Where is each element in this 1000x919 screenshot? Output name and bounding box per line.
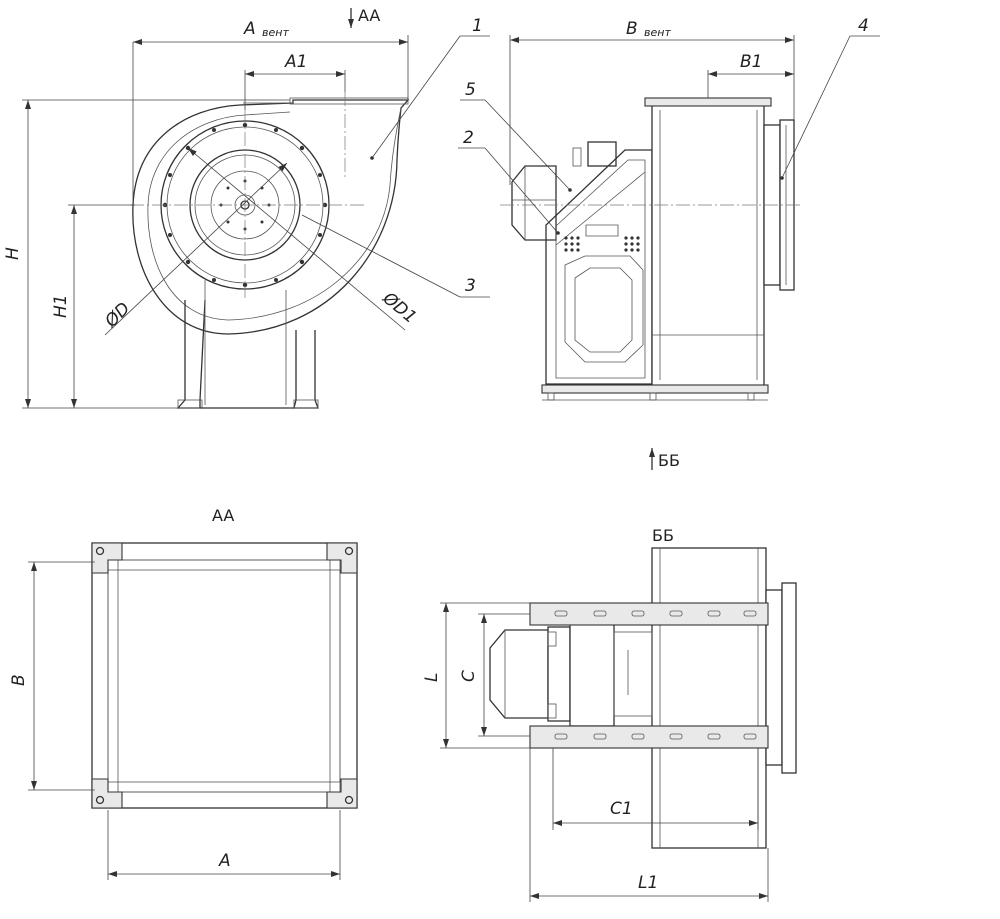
dim-label-b1: B1 [740, 52, 762, 72]
dim-label-l1: L1 [638, 873, 658, 893]
dim-label-h: H [3, 247, 23, 260]
side-view: B вент B1 4 5 2 ББ [458, 16, 880, 470]
dim-label-d1: ØD1 [378, 288, 420, 328]
dim-label-a-vent-sub: вент [262, 26, 289, 39]
motor-section [489, 629, 549, 719]
callout-4: 4 [858, 16, 869, 36]
dim-label-c: C [459, 670, 479, 682]
callout-2: 2 [463, 128, 474, 148]
section-aa-title: AA [212, 506, 234, 525]
callout-3: 3 [465, 276, 476, 296]
rail-top [529, 602, 769, 626]
dim-label-b-vent: B [626, 19, 638, 39]
section-marker-bb: ББ [658, 451, 680, 470]
dim-label-b-vent-sub: вент [644, 26, 671, 39]
frame [545, 149, 653, 385]
outlet-flange [91, 542, 358, 809]
dim-label-d: ØD [101, 299, 135, 333]
section-aa-view: AA B A [9, 506, 358, 880]
callout-5: 5 [465, 80, 476, 100]
volute-housing [132, 99, 410, 335]
rail-bottom [529, 725, 769, 749]
dim-label-h1: H1 [51, 294, 71, 318]
callout-1: 1 [472, 16, 483, 36]
dim-label-a: A [218, 851, 231, 871]
dim-label-a1: A1 [284, 52, 307, 72]
fan-housing [651, 101, 765, 387]
front-view: A вент A1 H H1 ØD ØD1 AA 1 3 [3, 6, 490, 409]
dim-label-a-vent: A [243, 19, 256, 39]
motor [511, 165, 557, 241]
dim-label-l: L [422, 673, 442, 682]
section-marker-aa: AA [358, 6, 380, 25]
section-bb-title: ББ [652, 526, 674, 545]
dim-label-b: B [9, 674, 29, 686]
section-bb-view: ББ [422, 526, 797, 902]
dim-label-c1: C1 [610, 799, 633, 819]
